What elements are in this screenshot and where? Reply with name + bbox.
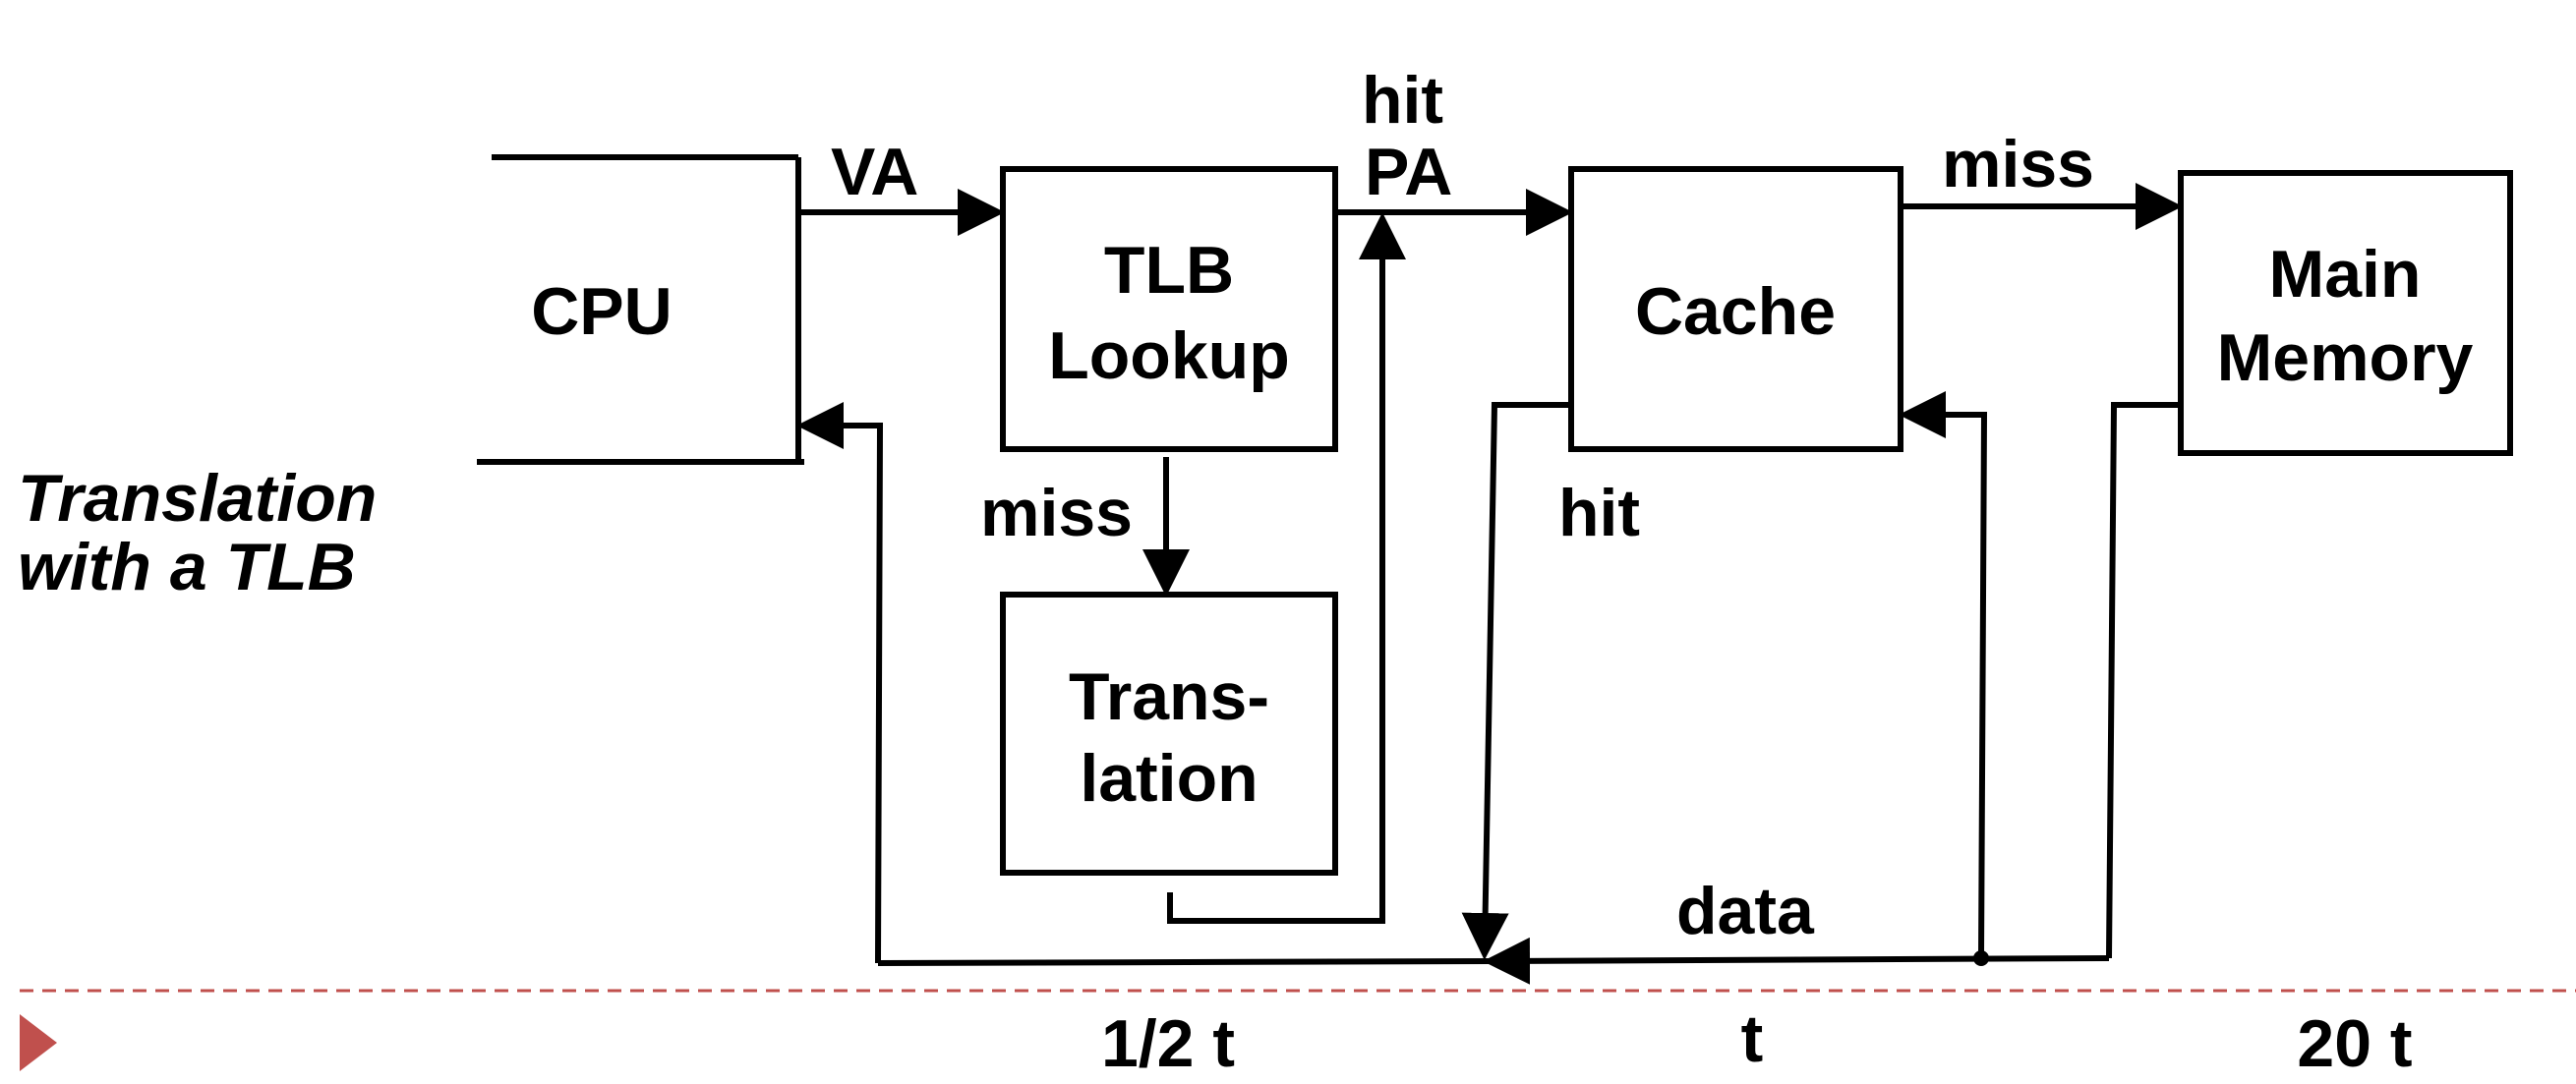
cpu-return-wire (796, 402, 884, 964)
title-line2: with a TLB (18, 530, 356, 604)
cache-hit-wire (1461, 402, 1571, 960)
diagram-title: Translation with a TLB (18, 461, 377, 604)
tlb-timing: 1/2 t (1101, 1006, 1235, 1081)
memory-timing: 20 t (2297, 1006, 2412, 1081)
title-line1: Translation (18, 461, 377, 536)
bus-junction-dot (1973, 950, 1989, 966)
cache-hit-label: hit (1558, 476, 1640, 550)
cpu-block: CPU (477, 154, 804, 465)
va-label: VA (831, 135, 918, 209)
translation-label-line1: Trans- (1069, 659, 1269, 734)
tlb-label-line1: TLB (1104, 233, 1234, 308)
hit-label: hit (1362, 63, 1443, 138)
tlb-miss-label: miss (980, 476, 1133, 550)
pa-label: PA (1365, 135, 1452, 209)
tlb-lookup-block: TLB Lookup (1000, 166, 1338, 452)
data-bus-to-cpu (877, 958, 1495, 966)
cache-miss-label: miss (1942, 127, 2094, 201)
slide-marker-icon (20, 1014, 57, 1071)
timing-labels: 1/2 t t 20 t (1101, 1001, 2413, 1081)
translation-label-line2: lation (1080, 741, 1258, 816)
data-label: data (1676, 874, 1815, 948)
signal-labels: VA hit PA miss miss hit data (831, 63, 2094, 948)
memory-label-line1: Main (2269, 237, 2422, 312)
data-bus-wire (1483, 937, 2110, 985)
main-memory-block: Main Memory (2178, 170, 2513, 456)
cache-block: Cache (1568, 166, 1903, 452)
translation-return-wire (1167, 212, 1406, 924)
translation-block: Trans- lation (1000, 592, 1338, 876)
memory-data-wire (2106, 402, 2181, 959)
cpu-label: CPU (531, 274, 673, 349)
cache-timing: t (1741, 1001, 1764, 1076)
cache-label: Cache (1635, 274, 1836, 349)
memory-label-line2: Memory (2217, 320, 2474, 395)
memory-fill-wire (1899, 391, 1988, 959)
tlb-label-line2: Lookup (1048, 318, 1290, 393)
connections (796, 183, 2183, 985)
